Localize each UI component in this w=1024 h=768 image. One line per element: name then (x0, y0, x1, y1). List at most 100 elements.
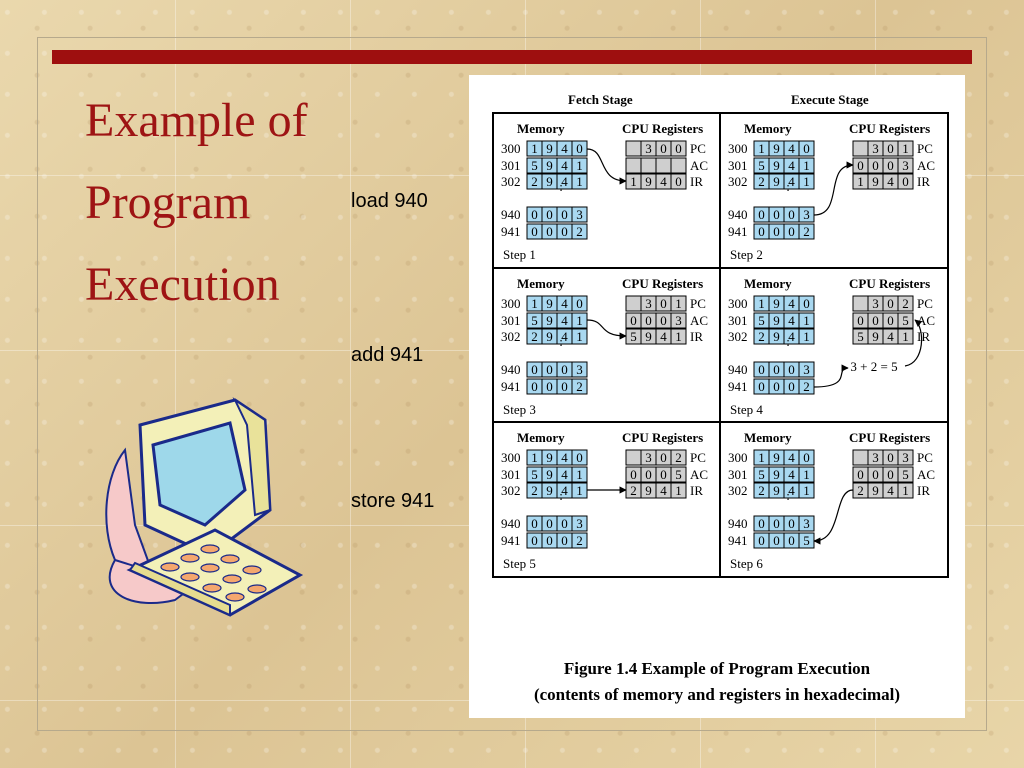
register-digit-cell (798, 295, 815, 312)
digit: 3 (645, 296, 652, 311)
digit: 0 (531, 207, 538, 222)
digit: 0 (546, 207, 553, 222)
digit: 0 (675, 141, 682, 156)
digit: 5 (531, 158, 538, 173)
register-digit-cell (897, 173, 914, 190)
digit: 0 (546, 516, 553, 531)
cpu-registers-label: CPU Registers (622, 121, 703, 136)
register-digit-cell (798, 328, 815, 345)
cpu-registers-label: CPU Registers (849, 430, 930, 445)
instruction-add: add 941 (351, 344, 424, 366)
digit: 0 (872, 158, 879, 173)
data-flow-arrow (586, 148, 627, 185)
register-digit-cell (571, 466, 588, 483)
digit: 9 (546, 141, 553, 156)
digit: 0 (630, 313, 637, 328)
digit: 0 (887, 450, 894, 465)
digit: 0 (645, 467, 652, 482)
digit: 4 (788, 158, 795, 173)
register-digit-cell (897, 140, 914, 157)
digit: 0 (660, 141, 667, 156)
sum-annotation: 3 + 2 = 5 (850, 359, 897, 374)
digit: 0 (803, 296, 810, 311)
register-digit-cell (798, 482, 815, 499)
digit: 0 (531, 533, 538, 548)
digit: 0 (803, 450, 810, 465)
digit: 4 (561, 141, 568, 156)
digit: 0 (887, 141, 894, 156)
digit: 3 (872, 296, 879, 311)
slide-frame (37, 37, 987, 731)
memory-address: 940 (728, 362, 748, 377)
digit: 9 (773, 467, 780, 482)
memory-label: Memory (517, 276, 565, 291)
digit: 2 (576, 224, 583, 239)
memory-address: 302 (728, 174, 748, 189)
digit: 9 (872, 174, 879, 189)
register-digit-cell (852, 140, 869, 157)
memory-label: Memory (517, 430, 565, 445)
register-digit-cell (670, 157, 687, 174)
digit: 5 (758, 158, 765, 173)
title-line-2: Program (85, 176, 251, 229)
memory-gap-dots: : (786, 179, 790, 194)
digit: 4 (561, 483, 568, 498)
digit: 0 (758, 533, 765, 548)
data-flow-arrow (813, 489, 854, 545)
memory-address: 302 (728, 329, 748, 344)
digit: 9 (773, 141, 780, 156)
digit: 1 (803, 483, 810, 498)
register-digit-cell (625, 140, 642, 157)
digit: 0 (531, 362, 538, 377)
digit: 0 (773, 207, 780, 222)
digit: 3 (576, 516, 583, 531)
digit: 0 (887, 158, 894, 173)
digit: 3 (803, 362, 810, 377)
step-label: Step 5 (503, 556, 536, 571)
digit: 2 (675, 450, 682, 465)
digit: 2 (857, 483, 864, 498)
digit: 4 (660, 174, 667, 189)
figure-caption-subtitle: (contents of memory and registers in hex… (533, 685, 901, 704)
digit: 3 (576, 207, 583, 222)
digit: 9 (546, 296, 553, 311)
memory-address: 941 (501, 379, 521, 394)
memory-address: 941 (501, 224, 521, 239)
digit: 1 (803, 313, 810, 328)
memory-address: 301 (501, 467, 521, 482)
digit: 9 (546, 174, 553, 189)
register-name-ac: AC (917, 158, 935, 173)
digit: 9 (773, 450, 780, 465)
data-flow-arrow (904, 319, 923, 367)
register-digit-cell (625, 449, 642, 466)
digit: 4 (561, 329, 568, 344)
memory-address: 940 (728, 516, 748, 531)
digit: 0 (773, 224, 780, 239)
digit: 2 (758, 174, 765, 189)
digit: 0 (561, 362, 568, 377)
digit: 4 (788, 174, 795, 189)
register-name-ir: IR (690, 174, 703, 189)
register-digit-cell (798, 361, 815, 378)
digit: 1 (803, 174, 810, 189)
memory-gap-dots: : (559, 488, 563, 503)
register-name-pc: PC (917, 141, 933, 156)
digit: 4 (788, 483, 795, 498)
digit: 9 (546, 450, 553, 465)
